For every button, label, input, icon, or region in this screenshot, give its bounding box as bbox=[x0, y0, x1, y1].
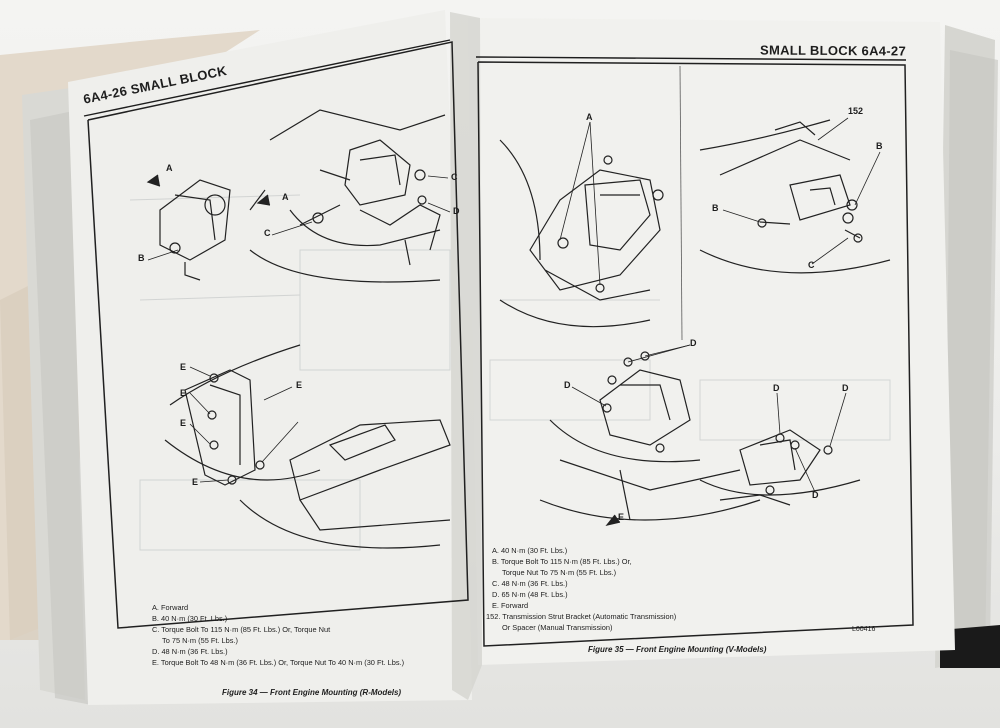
left-page bbox=[68, 10, 472, 705]
right-page bbox=[468, 18, 955, 665]
